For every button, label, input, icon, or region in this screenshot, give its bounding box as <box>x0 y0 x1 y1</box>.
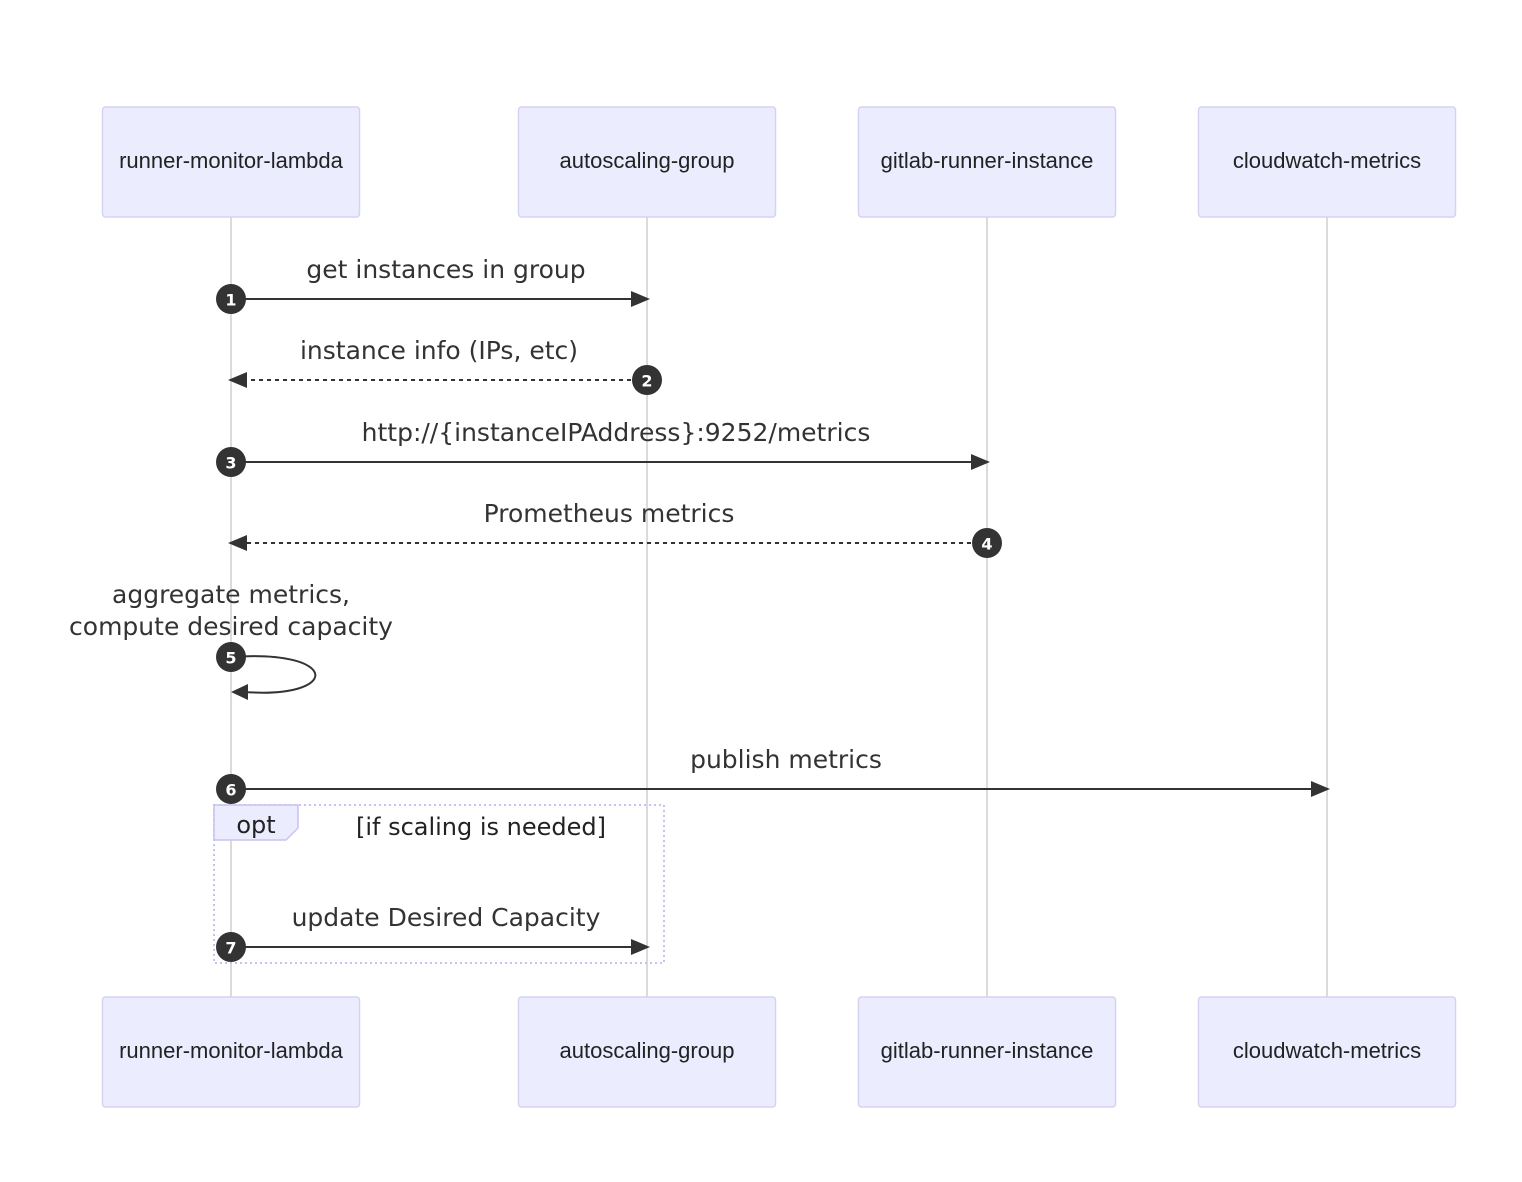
participant-box <box>857 996 1117 1108</box>
sequence-number: 7 <box>225 939 236 958</box>
sequence-number-badge <box>216 447 246 477</box>
participant-box <box>1197 996 1457 1108</box>
message-label: aggregate metrics, <box>112 580 350 609</box>
participant-label: autoscaling-group <box>560 148 735 173</box>
arrow-head <box>231 684 248 700</box>
message-label: publish metrics <box>690 745 882 774</box>
actors-bottom: runner-monitor-lambda autoscaling-group gi… <box>101 996 1457 1108</box>
opt-frame <box>213 804 665 964</box>
arrow-head <box>1311 781 1330 797</box>
participant-label: cloudwatch-metrics <box>1233 148 1421 173</box>
message-1: get instances in group 1 <box>216 255 650 314</box>
arrow-head <box>228 535 247 551</box>
message-2: instance info (IPs, etc) 2 <box>228 336 662 395</box>
participant-box <box>517 106 777 218</box>
participant-label: autoscaling-group <box>560 1038 735 1063</box>
message-label: instance info (IPs, etc) <box>300 336 578 365</box>
message-label: compute desired capacity <box>69 612 393 641</box>
message-7: update Desired Capacity 7 <box>216 903 650 962</box>
message-4: Prometheus metrics 4 <box>228 499 1002 558</box>
participant-label: runner-monitor-lambda <box>119 148 344 173</box>
participant-label: gitlab-runner-instance <box>881 148 1094 173</box>
participant-cw-top: cloudwatch-metrics <box>1197 106 1457 218</box>
participant-label: runner-monitor-lambda <box>119 1038 344 1063</box>
sequence-number-badge <box>216 774 246 804</box>
message-label: get instances in group <box>306 255 585 284</box>
lifelines <box>230 217 1328 997</box>
opt-block: opt [if scaling is needed] <box>213 804 665 964</box>
participant-runner-bottom: gitlab-runner-instance <box>857 996 1117 1108</box>
sequence-number: 6 <box>225 781 236 800</box>
participant-box <box>857 106 1117 218</box>
sequence-number: 3 <box>225 454 236 473</box>
participant-label: gitlab-runner-instance <box>881 1038 1094 1063</box>
participant-asg-bottom: autoscaling-group <box>517 996 777 1108</box>
message-6: publish metrics 6 <box>216 745 1330 804</box>
participant-runner-top: gitlab-runner-instance <box>857 106 1117 218</box>
message-5: aggregate metrics, compute desired capaci… <box>69 580 393 700</box>
sequence-number: 5 <box>225 649 236 668</box>
participant-box <box>101 996 361 1108</box>
participant-box <box>1197 106 1457 218</box>
sequence-number-badge <box>216 642 246 672</box>
participant-lambda-bottom: runner-monitor-lambda <box>101 996 361 1108</box>
arrow-head <box>631 939 650 955</box>
participant-cw-bottom: cloudwatch-metrics <box>1197 996 1457 1108</box>
sequence-number-badge <box>216 284 246 314</box>
message-line <box>230 655 317 694</box>
message-3: http://{instanceIPAddress}:9252/metrics 3 <box>216 418 990 477</box>
arrow-head <box>971 454 990 470</box>
participant-lambda-top: runner-monitor-lambda <box>101 106 361 218</box>
messages: get instances in group 1 instance info (IP… <box>69 255 1330 962</box>
participant-asg-top: autoscaling-group <box>517 106 777 218</box>
participant-label: cloudwatch-metrics <box>1233 1038 1421 1063</box>
message-label: update Desired Capacity <box>292 903 601 932</box>
message-label: http://{instanceIPAddress}:9252/metrics <box>362 418 871 447</box>
sequence-number-badge <box>632 365 662 395</box>
actors-top: runner-monitor-lambda autoscaling-group gi… <box>101 106 1457 218</box>
sequence-number: 2 <box>641 372 652 391</box>
message-label: Prometheus metrics <box>484 499 735 528</box>
participant-box <box>101 106 361 218</box>
sequence-number: 1 <box>225 291 236 310</box>
opt-condition: [if scaling is needed] <box>356 813 606 841</box>
opt-tab <box>213 804 299 841</box>
arrow-head <box>228 372 247 388</box>
arrow-head <box>631 291 650 307</box>
participant-box <box>517 996 777 1108</box>
sequence-number: 4 <box>981 535 992 554</box>
opt-label: opt <box>236 811 275 839</box>
sequence-number-badge <box>216 932 246 962</box>
sequence-number-badge <box>972 528 1002 558</box>
